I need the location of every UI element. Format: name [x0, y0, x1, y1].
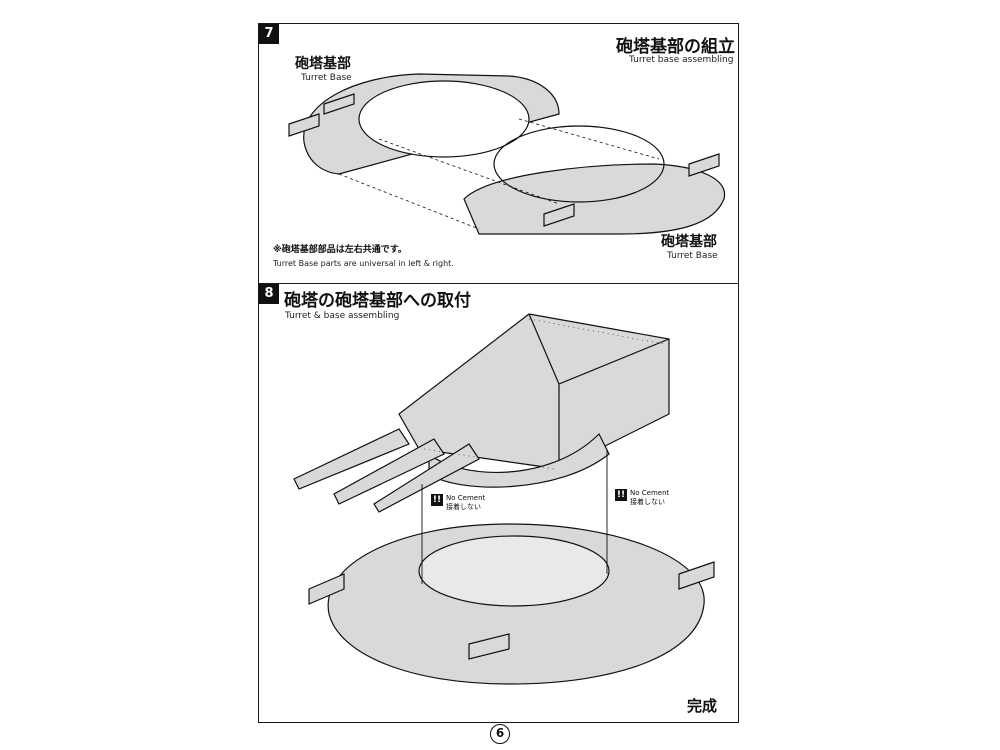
warning-icon: !! [431, 494, 443, 506]
warning-icon: !! [615, 489, 627, 501]
step-7-panel: 7 砲塔基部の組立 Turret base assembling 砲塔基部 Tu… [258, 23, 739, 284]
step-title-jp: 砲塔の砲塔基部への取付 [284, 291, 471, 311]
no-cement-warning-left: !! No Cement 接着しない [431, 494, 485, 512]
warning-text-en: No Cement [630, 489, 670, 497]
step-title-en: Turret base assembling [629, 55, 734, 65]
warning-text-en: No Cement [446, 494, 486, 502]
step-number: 8 [259, 284, 279, 304]
label-turret-base-bottom-en: Turret Base [667, 251, 718, 261]
note-jp: ※砲塔基部部品は左右共通です。 [273, 245, 407, 255]
label-turret-base-top-jp: 砲塔基部 [295, 56, 351, 72]
warning-text-jp: 接着しない [446, 503, 481, 511]
warning-text-jp: 接着しない [630, 498, 665, 506]
turret-assembly-drawing [293, 313, 715, 685]
label-turret-base-bottom-jp: 砲塔基部 [661, 234, 717, 250]
step-title-en: Turret & base assembling [285, 311, 400, 321]
step-number: 7 [259, 24, 279, 44]
page-number: 6 [490, 724, 510, 744]
step-8-panel: 8 砲塔の砲塔基部への取付 Turret & base assembling [258, 283, 739, 723]
turret-base-exploded-drawing [288, 73, 726, 235]
note-en: Turret Base parts are universal in left … [273, 259, 454, 268]
complete-label: 完成 [687, 697, 718, 715]
label-turret-base-top-en: Turret Base [301, 73, 352, 83]
no-cement-warning-right: !! No Cement 接着しない [615, 489, 669, 507]
step-title-jp: 砲塔基部の組立 [616, 37, 735, 57]
